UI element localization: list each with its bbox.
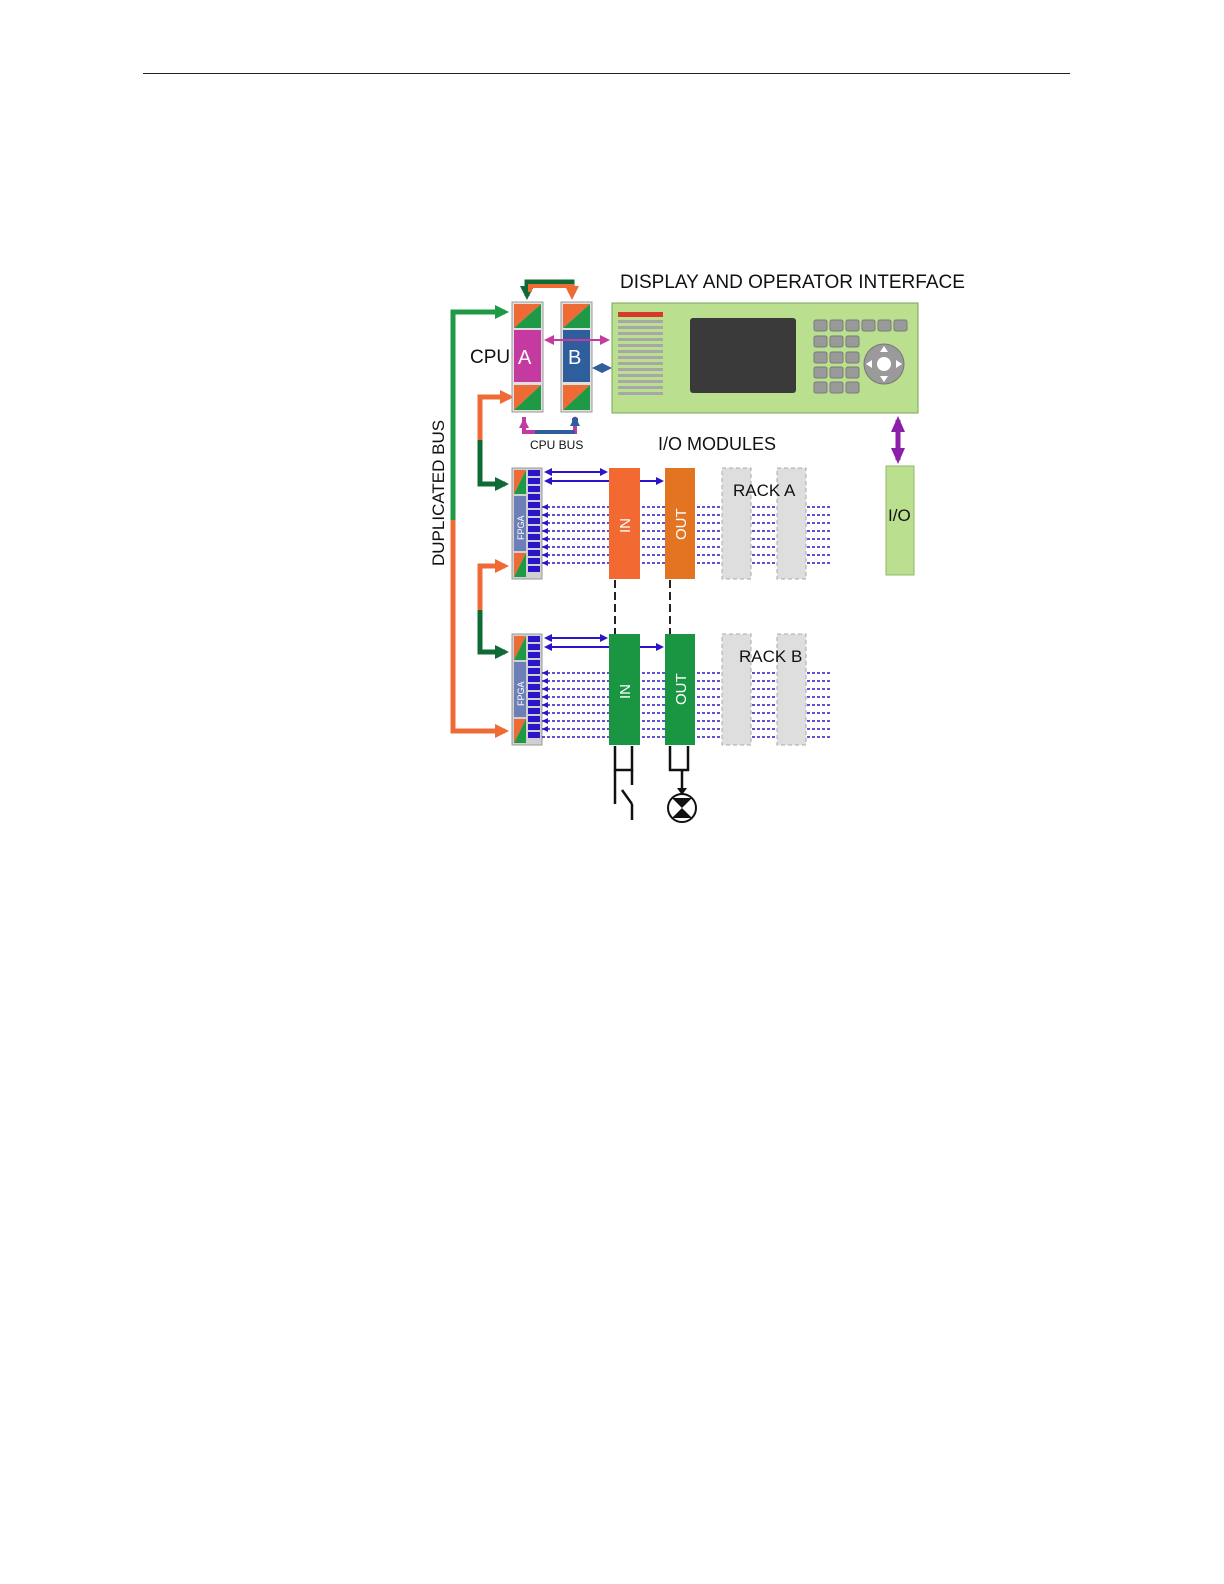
fpga-label-b: FPGA <box>516 681 526 706</box>
fpga-label-a: FPGA <box>516 515 526 540</box>
cpu-label: CPU <box>470 347 510 368</box>
screen <box>690 318 796 393</box>
dpad-icon <box>864 344 904 384</box>
rack-interconnect <box>615 580 670 634</box>
rack-a: FPGA IN OUT RACK A <box>512 468 830 579</box>
io-modules-label: I/O MODULES <box>658 434 776 454</box>
rack-a-label: RACK A <box>733 481 796 500</box>
duplicated-bus <box>453 312 510 731</box>
io-label: I/O <box>888 506 911 525</box>
cpu-a-letter: A <box>518 347 532 369</box>
cpu-b-letter: B <box>568 347 581 369</box>
rack-b: FPGA IN OUT RACK B <box>512 634 830 745</box>
cpu-bus-label: CPU BUS <box>530 438 583 452</box>
switch-icon <box>615 746 632 820</box>
out-label-b: OUT <box>673 673 690 705</box>
fpga-card-b: FPGA <box>512 634 542 745</box>
rack-b-label: RACK B <box>739 647 802 666</box>
cpu-b-module: B <box>561 302 592 412</box>
fpga-card-a: FPGA <box>512 468 542 579</box>
duplicated-bus-label: DUPLICATED BUS <box>429 420 448 566</box>
in-label-b: IN <box>617 684 634 699</box>
cpu-a-module: A <box>512 302 543 412</box>
out-label-a: OUT <box>673 508 690 540</box>
diagram-title: DISPLAY AND OPERATOR INTERFACE <box>620 272 965 293</box>
lamp-icon <box>668 746 696 822</box>
display-panel <box>612 303 918 413</box>
in-label-a: IN <box>617 518 634 533</box>
io-module: I/O <box>886 466 914 575</box>
cpu-sync-arrows <box>527 282 572 296</box>
